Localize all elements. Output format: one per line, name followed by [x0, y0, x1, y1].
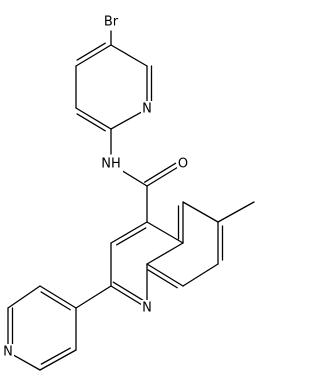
bond-group: [7, 30, 255, 371]
bond-q4-q4a: [146, 221, 184, 244]
bond-qn-q2-double: [112, 281, 145, 302]
bromine-label: Br: [104, 15, 119, 30]
bond-qn-q2: [110, 285, 143, 306]
bond-c3-c2-double: [76, 113, 106, 132]
bond-c5-c4: [75, 44, 112, 67]
atom-label-group: Br N NH O N N: [2, 14, 189, 360]
amide-nh-label: NH: [101, 157, 121, 172]
pyridine-nitrogen-label: N: [3, 345, 13, 360]
pyridyl-nitrogen-label: N: [142, 102, 152, 117]
bond-cam-o: [146, 166, 179, 187]
quinoline-nitrogen-label: N: [142, 301, 152, 316]
bond-c6-c5: [110, 44, 148, 67]
bond-q8-q8a: [146, 263, 184, 287]
bond-p2a-pn: [12, 354, 41, 371]
bond-q7-q8: [182, 263, 219, 287]
bond-p3b-p4: [39, 285, 77, 309]
bond-p2b-p3b: [7, 285, 41, 309]
bond-q3-q4: [110, 221, 148, 244]
bond-q2-p4: [75, 285, 112, 309]
bond-p3b-p4-double: [40, 291, 71, 311]
bond-c3-c2: [75, 107, 112, 130]
pyridyl-nitrogen-atom: N: [141, 101, 153, 117]
bond-p3a-p2a: [39, 349, 77, 371]
bond-q6-me: [217, 201, 255, 223]
bond-nh-cam: [118, 168, 148, 187]
bond-q8-q8a-double: [147, 269, 178, 289]
bond-c5-c4-double: [76, 42, 106, 61]
bond-q8a-q4a: [146, 242, 184, 265]
bond-q5-q6: [182, 201, 219, 223]
bond-p3a-p2a-double: [40, 347, 71, 365]
bond-c2-n1: [110, 111, 143, 130]
bromine-atom: Br: [100, 14, 122, 30]
molecule-structure-diagram: Br N NH O N N: [2, 14, 255, 371]
amide-nh-atom: NH: [99, 156, 123, 172]
bond-q3-q4-double: [116, 227, 147, 246]
carbonyl-oxygen-atom: O: [177, 156, 189, 172]
carbonyl-oxygen-label: O: [178, 157, 188, 172]
pyridine-nitrogen-atom: N: [2, 344, 14, 360]
quinoline-nitrogen-atom: N: [141, 300, 153, 316]
bond-cam-o-double: [143, 162, 177, 183]
